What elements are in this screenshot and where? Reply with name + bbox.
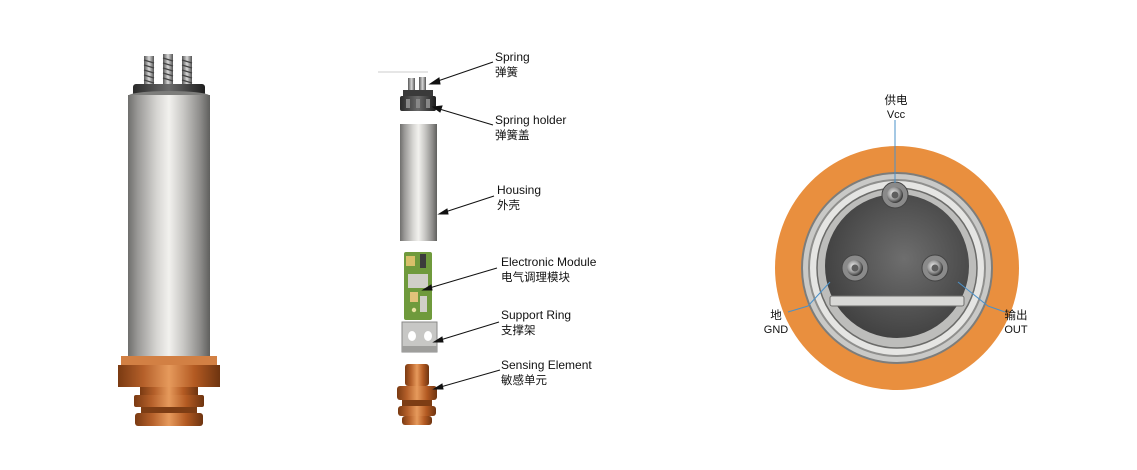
part-label-spring-holder: Spring holder 弹簧盖 (495, 113, 567, 142)
pin-label-gnd: 地 GND (763, 308, 789, 336)
spring-icon (143, 54, 193, 86)
part-label-electronic-module: Electronic Module 电气调理模块 (501, 255, 597, 284)
part-label-spring: Spring 弹簧 (495, 50, 530, 79)
connector-view (775, 120, 1019, 390)
pin-vcc-icon (881, 181, 909, 209)
spring-icon (408, 77, 426, 92)
electronic-module-icon (404, 252, 432, 320)
pin-out-icon (921, 254, 949, 282)
housing-tube (128, 95, 210, 357)
sensing-element-base (118, 356, 220, 426)
assembled-sensor (118, 54, 220, 426)
leader-lines (421, 61, 501, 390)
pin-gnd-icon (841, 254, 869, 282)
exploded-view (378, 61, 501, 425)
part-label-sensing-element: Sensing Element 敏感单元 (501, 358, 592, 387)
housing-icon (400, 124, 437, 241)
sensing-element-icon (397, 364, 437, 425)
pin-leader-lines (787, 120, 1006, 313)
spring-holder-icon (400, 90, 436, 111)
pin-label-vcc: 供电 Vcc (884, 93, 908, 121)
part-label-support-ring: Support Ring 支撑架 (501, 308, 572, 337)
support-ring-icon (401, 321, 438, 353)
pin-label-out: 输出 OUT (1004, 308, 1028, 336)
part-label-housing: Housing 外壳 (497, 183, 542, 212)
